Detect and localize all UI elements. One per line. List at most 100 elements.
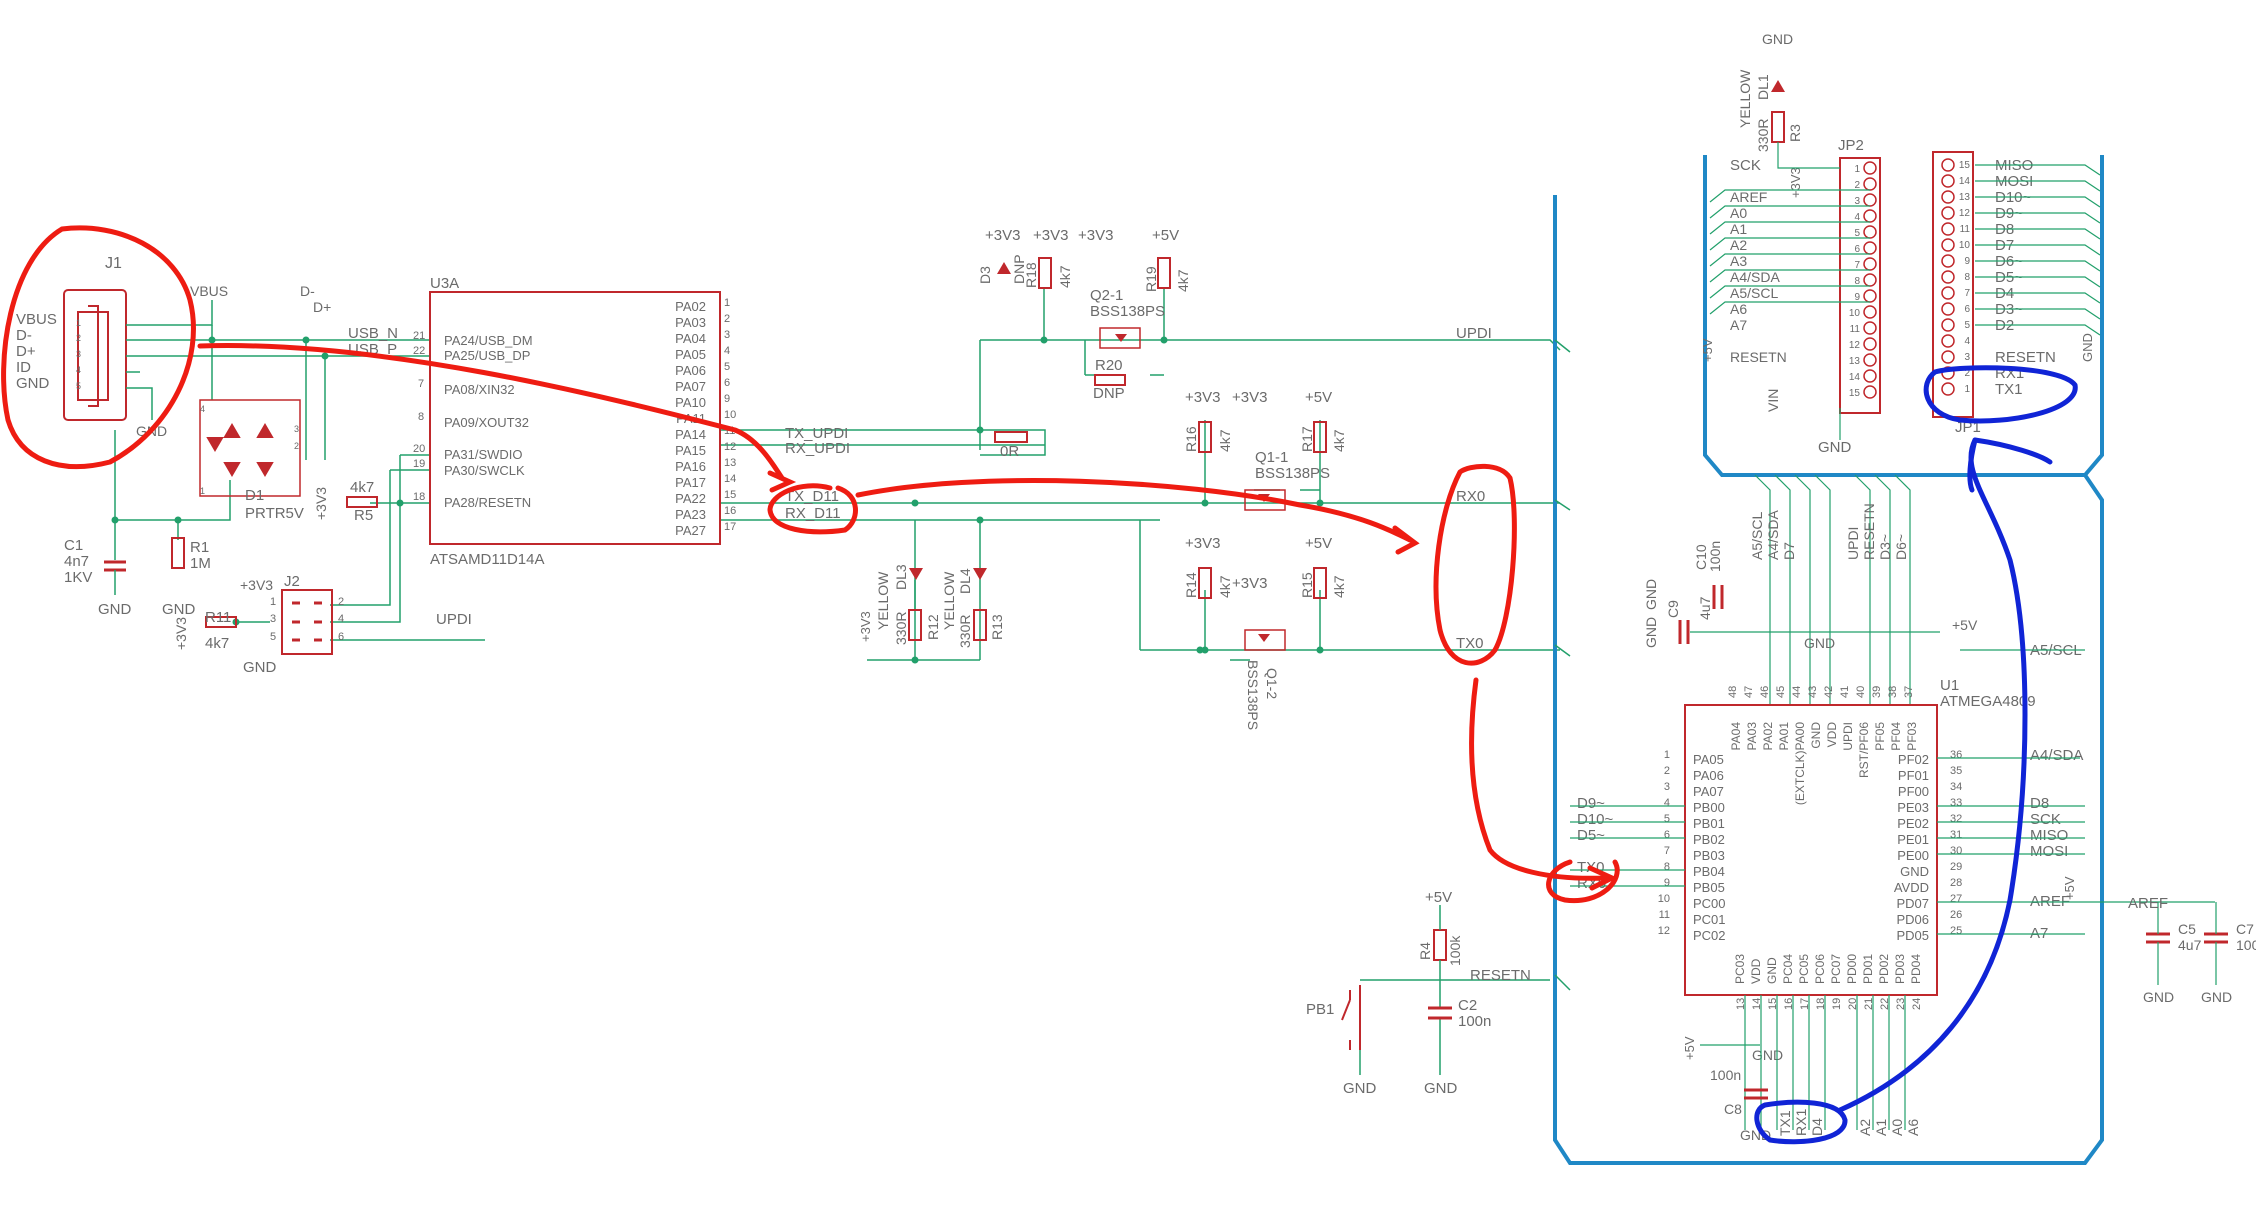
svg-text:40: 40 bbox=[1855, 686, 1867, 698]
svg-text:PA04: PA04 bbox=[1729, 722, 1743, 751]
svg-text:27: 27 bbox=[1950, 893, 1962, 905]
svg-text:+3V3: +3V3 bbox=[1185, 535, 1220, 552]
svg-text:20: 20 bbox=[413, 443, 425, 455]
svg-text:U1: U1 bbox=[1940, 677, 1959, 694]
svg-text:47: 47 bbox=[1743, 686, 1755, 698]
svg-text:DL3: DL3 bbox=[893, 564, 909, 590]
svg-text:MOSI: MOSI bbox=[2030, 843, 2068, 860]
svg-text:+5V: +5V bbox=[1152, 227, 1179, 244]
svg-text:PD00: PD00 bbox=[1845, 954, 1859, 984]
svg-text:+5V: +5V bbox=[1700, 338, 1715, 362]
red-annotations bbox=[1, 225, 1620, 904]
svg-text:SCK: SCK bbox=[2030, 811, 2061, 828]
svg-text:4k7: 4k7 bbox=[1217, 429, 1233, 452]
svg-text:PC04: PC04 bbox=[1781, 954, 1795, 984]
svg-text:7: 7 bbox=[1664, 845, 1670, 857]
svg-text:20: 20 bbox=[1847, 998, 1859, 1010]
svg-text:4u7: 4u7 bbox=[1697, 596, 1713, 620]
svg-text:PE00: PE00 bbox=[1897, 848, 1929, 863]
resistor-r5: 4k7 R5 +3V3 bbox=[313, 479, 378, 524]
svg-text:PD02: PD02 bbox=[1877, 954, 1891, 984]
j1-pin-dp: D+ bbox=[16, 343, 36, 360]
svg-text:TX1: TX1 bbox=[1995, 381, 2023, 398]
svg-text:TX0: TX0 bbox=[1456, 635, 1484, 652]
svg-text:JP2: JP2 bbox=[1838, 137, 1864, 154]
reset-circuit: +5V R4 100k RESETN C2 100n GND PB1 GND bbox=[1306, 889, 1550, 1097]
svg-text:PA03: PA03 bbox=[675, 315, 706, 330]
svg-text:GND: GND bbox=[1643, 617, 1659, 648]
j1-pin-gnd: GND bbox=[16, 375, 50, 392]
d1-ref: D1 bbox=[245, 487, 264, 504]
svg-text:48: 48 bbox=[1727, 686, 1739, 698]
svg-text:A1: A1 bbox=[1730, 221, 1747, 237]
svg-text:6: 6 bbox=[1964, 304, 1970, 315]
svg-text:A5/SCL: A5/SCL bbox=[1749, 512, 1765, 560]
svg-text:PC00: PC00 bbox=[1693, 896, 1726, 911]
svg-text:BSS138PS: BSS138PS bbox=[1090, 303, 1165, 320]
svg-text:34: 34 bbox=[1950, 781, 1962, 793]
svg-text:17: 17 bbox=[724, 521, 736, 533]
svg-text:R14: R14 bbox=[1183, 572, 1199, 598]
svg-text:45: 45 bbox=[1775, 686, 1787, 698]
svg-text:9: 9 bbox=[1854, 292, 1860, 303]
svg-text:PB1: PB1 bbox=[1306, 1001, 1334, 1018]
net-vbus: VBUS bbox=[190, 283, 228, 299]
svg-text:PD03: PD03 bbox=[1893, 954, 1907, 984]
svg-text:31: 31 bbox=[1950, 829, 1962, 841]
led-dl3-dl4: +3V3 YELLOW DL3 330R R12 YELLOW DL4 330R… bbox=[858, 564, 1005, 648]
svg-text:36: 36 bbox=[1950, 749, 1962, 761]
caps-c8-c5-c7: 100n C8 GND AREF C5 4u7 C7 100 GND GND bbox=[1710, 895, 2256, 1143]
header-jp2: JP2 SCK +3V3 +5V VIN GND AREF A0 A1 A2 A… bbox=[1700, 137, 1881, 456]
svg-text:D6~: D6~ bbox=[1893, 534, 1909, 560]
svg-text:12: 12 bbox=[1849, 340, 1861, 351]
svg-text:4u7: 4u7 bbox=[2178, 937, 2202, 953]
svg-text:+3V3: +3V3 bbox=[1078, 227, 1113, 244]
svg-text:PD05: PD05 bbox=[1896, 928, 1929, 943]
svg-text:PC05: PC05 bbox=[1797, 954, 1811, 984]
svg-text:5: 5 bbox=[1964, 320, 1970, 331]
svg-text:15: 15 bbox=[1849, 388, 1861, 399]
cap-c1: C1 4n7 1KV GND bbox=[64, 537, 132, 618]
svg-text:21: 21 bbox=[1863, 998, 1875, 1010]
svg-text:PA24/USB_DM: PA24/USB_DM bbox=[444, 333, 533, 348]
svg-text:18: 18 bbox=[413, 491, 425, 503]
svg-text:8: 8 bbox=[1664, 861, 1670, 873]
svg-text:8: 8 bbox=[418, 411, 424, 423]
svg-text:D8: D8 bbox=[2030, 795, 2049, 812]
header-j2: J2 +3V3 GND 1 2 3 4 5 6 bbox=[240, 573, 344, 676]
svg-text:+5V: +5V bbox=[1305, 535, 1332, 552]
svg-text:A3: A3 bbox=[1730, 253, 1747, 269]
svg-text:4: 4 bbox=[200, 404, 205, 414]
svg-text:42: 42 bbox=[1823, 686, 1835, 698]
svg-text:PC03: PC03 bbox=[1733, 954, 1747, 984]
svg-text:C10: C10 bbox=[1693, 544, 1709, 570]
svg-text:VDD: VDD bbox=[1749, 958, 1763, 984]
svg-text:PA04: PA04 bbox=[675, 331, 706, 346]
svg-text:10: 10 bbox=[724, 409, 736, 421]
svg-text:46: 46 bbox=[1759, 686, 1771, 698]
svg-text:PE01: PE01 bbox=[1897, 832, 1929, 847]
svg-text:37: 37 bbox=[1903, 686, 1915, 698]
svg-text:19: 19 bbox=[1831, 998, 1843, 1010]
svg-text:PC07: PC07 bbox=[1829, 954, 1843, 984]
svg-text:5: 5 bbox=[76, 381, 81, 391]
svg-text:29: 29 bbox=[1950, 861, 1962, 873]
svg-text:33: 33 bbox=[1950, 797, 1962, 809]
svg-text:RESETN: RESETN bbox=[1861, 503, 1877, 560]
svg-text:22: 22 bbox=[1879, 998, 1891, 1010]
svg-text:GND: GND bbox=[1818, 439, 1852, 456]
svg-text:D4: D4 bbox=[1809, 1118, 1825, 1136]
svg-text:PA01: PA01 bbox=[1777, 722, 1791, 751]
resistor-r11: R11 4k7 +3V3 bbox=[173, 609, 237, 652]
svg-text:PA06: PA06 bbox=[675, 363, 706, 378]
svg-text:+5V: +5V bbox=[2062, 876, 2077, 900]
svg-text:D5~: D5~ bbox=[1577, 827, 1605, 844]
mcu-u3a: U3A ATSAMD11D14A PA24/USB_DM PA25/USB_DP… bbox=[413, 275, 736, 568]
svg-text:C5: C5 bbox=[2178, 921, 2196, 937]
svg-text:YELLOW: YELLOW bbox=[1737, 69, 1753, 128]
svg-text:14: 14 bbox=[1849, 372, 1861, 383]
caps-c9-c10: GND GND C9 4u7 C10 100n GND +5V bbox=[1643, 541, 1978, 651]
svg-text:D3~: D3~ bbox=[1877, 534, 1893, 560]
svg-text:15: 15 bbox=[1767, 998, 1779, 1010]
svg-text:PF03: PF03 bbox=[1905, 722, 1919, 751]
